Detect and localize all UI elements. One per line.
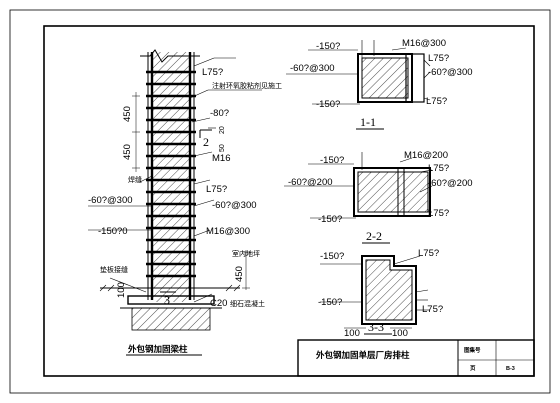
s1-mark: 1-1 [360,115,376,129]
s3-l75b: L75? [422,304,443,315]
s2-l75: L75? [428,163,449,174]
elevation-caption: 外包钢加固梁柱 [127,344,188,355]
elev-l75b: L75? [206,184,227,195]
elev-dim-450a: 450 [122,106,133,122]
title-block [297,339,535,377]
column-body [152,52,190,302]
s1-l75b: L75? [426,96,447,107]
column-elevation [88,49,262,331]
s2-mark: 2-2 [366,229,382,243]
s2-l75b: L75? [428,208,449,219]
elev-c20: C20 [210,298,227,309]
elev-m16b: M16@300 [206,226,250,237]
s1-m16: M16@300 [402,38,446,49]
elev-dim-450c: 450 [234,266,245,282]
elev-d20: 20 [219,126,226,134]
title-block-main-title: 外包钢加固单层厂房排柱 [315,350,410,361]
outer-border [9,9,551,394]
elev-base-note: 垫板接缝 [100,265,128,274]
section-1-1 [286,40,431,105]
s3-p150b: -150? [318,297,342,308]
s1-p150b: -150? [316,99,340,110]
s3-d100b: 100 [392,328,408,339]
s2-p60-right: -60?@200 [428,178,473,189]
s2-m16: M16@200 [404,150,448,161]
s1-p150a: -150? [316,41,340,52]
s3-p150a: -150? [320,251,344,262]
title-block-page: B-3 [506,366,515,372]
section-3-3 [320,255,430,329]
batten-plates [146,70,196,278]
elev-p60-left: -60?@300 [88,195,133,206]
s2-p150b: -150? [318,214,342,225]
s1-l75: L75? [428,53,449,64]
title-block-field-a: 图集号 [464,346,481,354]
s2-p150a: -150? [320,155,344,166]
footing [131,307,211,331]
elev-section-mark-2: 2 [203,135,209,149]
elev-dim-100: 100 [116,282,127,298]
column-base [127,295,215,305]
s3-mark: 3-3 [368,320,384,334]
elev-cut-mark-3: 3 [164,293,170,307]
elev-m16: M16 [212,153,230,164]
s1-p60-left: -60?@300 [290,63,335,74]
elev-weld: 焊缝 [128,175,142,184]
section-2-2 [284,152,433,219]
s1-p60-right: -60?@300 [428,67,473,78]
elev-floor-note: 室内地坪 [232,249,260,258]
inner-border [43,25,535,377]
elev-m80: -80? [210,108,229,119]
s3-d100a: 100 [344,328,360,339]
s3-l75: L75? [418,248,439,259]
elev-c20-note: 细石混凝土 [230,299,265,308]
elev-p150: -150?0 [98,226,128,237]
elev-p60-right: -60?@300 [212,200,257,211]
elev-l75: L75? [202,67,223,78]
s2-p60-left: -60?@200 [288,177,333,188]
elev-d50: 50 [219,144,226,152]
elev-anchor-note: 注射环氧胶粘剂见施工 [212,81,282,90]
title-block-field-b: 页 [470,364,476,372]
elev-dim-450b: 450 [122,144,133,160]
